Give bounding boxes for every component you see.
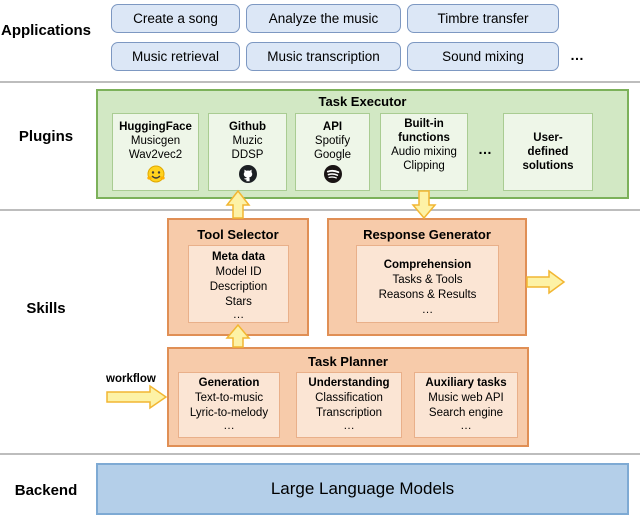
plugin-huggingface-title: HuggingFace xyxy=(119,121,192,133)
auxiliary-item: Search engine xyxy=(428,407,504,419)
plugin-user-defined-line1: User- xyxy=(533,132,563,144)
comprehension-item: … xyxy=(421,304,434,316)
plugin-user-defined-solutions: User- defined solutions xyxy=(503,113,593,191)
plugin-builtin-title-line2: functions xyxy=(398,132,450,144)
workflow-label: workflow xyxy=(106,373,156,385)
layer-label-backend: Backend xyxy=(14,482,78,499)
generation-item: … xyxy=(223,420,235,432)
planner-understanding: Understanding Classification Transcripti… xyxy=(296,372,402,438)
hugging-face-icon xyxy=(113,164,198,188)
response-generator-title: Response Generator xyxy=(363,227,491,242)
plugin-github: Github Muzic DDSP xyxy=(208,113,287,191)
arrow-right-workflow-input xyxy=(106,384,168,410)
plugin-github-item: DDSP xyxy=(231,149,264,161)
layer-label-skills: Skills xyxy=(26,300,66,317)
plugin-api-item: Spotify xyxy=(314,135,351,147)
plugin-user-defined-line2: defined xyxy=(527,146,569,158)
plugin-builtin-title-line1: Built-in xyxy=(404,118,444,130)
comprehension-item: Reasons & Results xyxy=(378,289,477,301)
planner-generation: Generation Text-to-music Lyric-to-melody… xyxy=(178,372,280,438)
auxiliary-title: Auxiliary tasks xyxy=(425,377,507,389)
understanding-item: Classification xyxy=(315,392,383,404)
task-executor-title: Task Executor xyxy=(318,94,407,109)
separator-applications-plugins xyxy=(0,81,640,83)
comprehension-item: Tasks & Tools xyxy=(392,274,463,286)
planner-auxiliary-tasks: Auxiliary tasks Music web API Search eng… xyxy=(414,372,518,438)
github-icon xyxy=(209,164,286,188)
app-music-retrieval: Music retrieval xyxy=(111,42,240,71)
plugin-huggingface-item: Wav2vec2 xyxy=(128,149,183,161)
metadata-item: Description xyxy=(209,281,268,293)
tool-selector-title: Tool Selector xyxy=(197,227,279,242)
comprehension-title: Comprehension xyxy=(383,259,472,271)
understanding-title: Understanding xyxy=(308,377,390,389)
arrow-down-builtin-to-response xyxy=(411,190,437,220)
plugin-user-defined-line3: solutions xyxy=(522,160,574,172)
metadata-item: Stars xyxy=(225,296,252,308)
understanding-item: … xyxy=(343,420,355,432)
generation-item: Text-to-music xyxy=(194,392,264,404)
plugins-ellipsis: … xyxy=(478,141,493,157)
auxiliary-item: … xyxy=(460,420,472,432)
tool-selector-metadata: Meta data Model ID Description Stars … xyxy=(188,245,289,323)
plugin-builtin-functions: Built-in functions Audio mixing Clipping xyxy=(380,113,468,191)
plugin-builtin-item: Audio mixing xyxy=(391,146,457,158)
layer-label-applications: Applications xyxy=(0,22,91,39)
task-planner-title: Task Planner xyxy=(308,354,388,369)
app-timbre-transfer: Timbre transfer xyxy=(407,4,559,33)
generation-title: Generation xyxy=(198,377,260,389)
applications-ellipsis: … xyxy=(570,47,585,63)
metadata-item: Model ID xyxy=(215,266,262,278)
understanding-item: Transcription xyxy=(315,407,383,419)
plugin-huggingface-item: Musicgen xyxy=(130,135,181,147)
metadata-item: … xyxy=(232,309,245,321)
app-analyze-the-music: Analyze the music xyxy=(246,4,401,33)
auxiliary-item: Music web API xyxy=(428,392,504,404)
layer-label-plugins: Plugins xyxy=(18,128,74,145)
arrow-up-tool-to-github xyxy=(225,189,251,219)
plugin-huggingface: HuggingFace Musicgen Wav2vec2 xyxy=(112,113,199,191)
backend-llm-box: Large Language Models xyxy=(96,463,629,515)
generation-item: Lyric-to-melody xyxy=(189,407,269,419)
app-create-a-song: Create a song xyxy=(111,4,240,33)
separator-skills-backend xyxy=(0,453,640,455)
plugin-github-item: Muzic xyxy=(232,135,263,147)
arrow-up-planner-to-tool xyxy=(225,323,251,348)
response-generator-comprehension: Comprehension Tasks & Tools Reasons & Re… xyxy=(356,245,499,323)
plugin-api-item: Google xyxy=(313,149,352,161)
separator-plugins-skills xyxy=(0,209,640,211)
plugin-builtin-item: Clipping xyxy=(403,160,445,172)
app-sound-mixing: Sound mixing xyxy=(407,42,559,71)
plugin-github-title: Github xyxy=(228,121,267,133)
plugin-api-title: API xyxy=(322,121,343,133)
spotify-icon xyxy=(296,164,369,188)
arrow-right-response-output xyxy=(526,269,566,295)
app-music-transcription: Music transcription xyxy=(246,42,401,71)
plugin-api: API Spotify Google xyxy=(295,113,370,191)
metadata-title: Meta data xyxy=(211,251,266,263)
